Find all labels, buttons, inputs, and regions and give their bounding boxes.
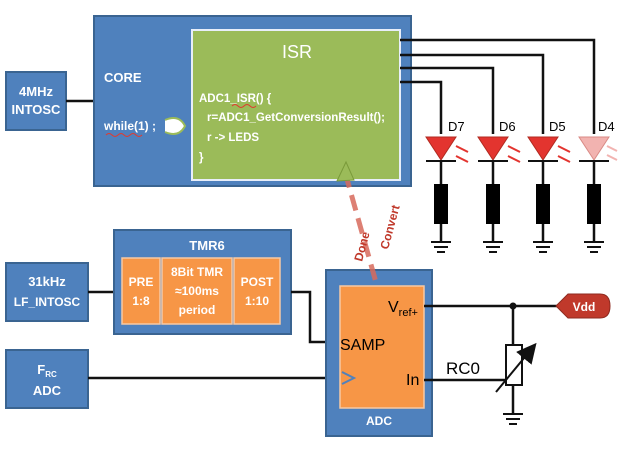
adc-clock-input-icon [341,371,357,385]
tmr6-post-cell [233,257,281,325]
core-loop-underline [105,133,143,137]
isr-code-line-2: r=ADC1_GetConversionResult(); [207,112,385,124]
led-d5-icon [527,136,559,161]
led-bus-wires [400,38,596,134]
led-d4-icon [578,136,610,161]
osc-4mhz-block: 4MHz INTOSC [5,71,67,131]
tmr6-pre-line2: 1:8 [132,294,150,308]
led-d6-label: D6 [499,119,516,134]
frc-label: FRC [37,362,57,379]
resistor-d4 [587,184,601,224]
led-d4: D4 [578,119,618,253]
tmr6-title: TMR6 [189,238,224,253]
resistor-d6 [486,184,500,224]
led-d5-label: D5 [549,119,566,134]
vdd-tag: Vdd [555,293,611,319]
isr-code-line-3: r -> LEDS [207,132,259,144]
tmr6-pre-cell [121,257,161,325]
led-d7: D7 [425,119,469,253]
signal-done-label: Done [351,230,372,263]
resistor-d5 [536,184,550,224]
tmr6-counter-cell [161,257,233,325]
led-d6: D6 [477,119,521,253]
tmr6-block: TMR6 PRE 1:8 8Bit TMR ≈100ms period POST… [113,229,292,335]
osc-31khz-line2: LF_INTOSC [14,295,81,309]
frc-line2: ADC [33,383,62,398]
isr-code-line-1: ADC1_ISR() { [199,93,272,105]
isr-block: ISR ADC1_ISR() { r=ADC1_GetConversionRes… [191,29,401,181]
potentiometer-wiper-icon [495,342,537,393]
tmr6-counter-line2: ≈100ms [175,284,219,298]
adc-samp-label: SAMP [340,337,385,354]
adc-block: Vref+ SAMP In ADC [325,269,433,437]
osc-31khz-block: 31kHz LF_INTOSC [5,262,89,322]
led-array: D7 D6 D5 [425,119,618,253]
core-loop-arrow-icon [164,117,187,135]
done-arrow-head-icon [336,160,355,182]
tmr6-pre-line1: PRE [129,275,154,289]
vdd-shape [555,293,611,319]
led-d4-label: D4 [598,119,615,134]
isr-code-line-4: } [199,152,204,164]
led-d7-label: D7 [448,119,465,134]
vdd-label: Vdd [573,300,596,314]
frc-adc-block: FRC ADC [5,349,89,409]
tmr6-counter-line1: 8Bit TMR [171,265,223,279]
adc-vref-label: Vref+ [388,299,418,319]
adc-in-label: In [406,372,419,389]
osc-4mhz-line2: INTOSC [12,102,61,117]
analog-input-wiring: RC0 [424,302,566,425]
tmr6-counter-line3: period [179,303,216,317]
tmr6-post-line2: 1:10 [245,294,269,308]
isr-title: ISR [282,42,312,62]
adc-label: ADC [366,414,392,428]
rc0-label: RC0 [446,359,480,378]
adc-core-cell [339,285,425,409]
resistor-d7 [434,184,448,224]
isr-code-underline [231,104,257,108]
tmr6-post-line1: POST [241,275,274,289]
led-d5: D5 [527,119,571,253]
signal-convert-label: Convert [377,203,402,250]
convert-arrow-line [342,171,380,287]
core-loop-text: while(1) ; [103,119,156,133]
led-d6-icon [477,136,509,161]
osc-4mhz-line1: 4MHz [19,84,53,99]
led-d7-icon [425,136,457,161]
core-label: CORE [104,70,142,85]
osc-31khz-line1: 31kHz [28,274,66,289]
